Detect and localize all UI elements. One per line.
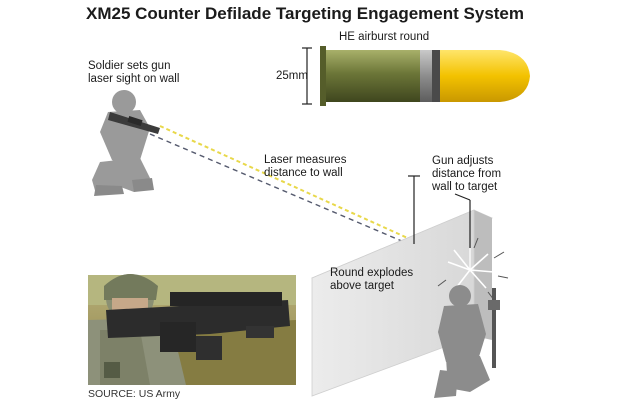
soldier-silhouette: [92, 90, 154, 196]
wall: [311, 209, 493, 397]
label-round: HE airburst round: [339, 31, 430, 43]
label-laser: Laser measures distance to wall: [264, 154, 347, 179]
laser-beam: [159, 125, 413, 241]
label-caliber: 25mm: [276, 70, 308, 82]
soldier-photo: [88, 274, 296, 385]
label-explodes: Round explodes above target: [330, 267, 414, 292]
round-casing: [326, 50, 420, 102]
airburst-round: [320, 46, 530, 106]
label-soldier: Soldier sets gun laser sight on wall: [88, 60, 180, 85]
round-tip: [440, 50, 530, 102]
round-rim: [320, 46, 326, 106]
source-credit: SOURCE: US Army: [88, 388, 181, 400]
soldier-rifle: [108, 112, 160, 134]
round-ring: [432, 50, 440, 102]
airburst-explosion: [447, 248, 495, 289]
round-band: [420, 50, 432, 102]
diagram-title: XM25 Counter Defilade Targeting Engageme…: [86, 4, 524, 23]
label-gun-adjusts: Gun adjusts distance from wall to target: [432, 155, 502, 193]
target-silhouette: [434, 285, 500, 398]
caliber-bracket: [302, 47, 312, 105]
